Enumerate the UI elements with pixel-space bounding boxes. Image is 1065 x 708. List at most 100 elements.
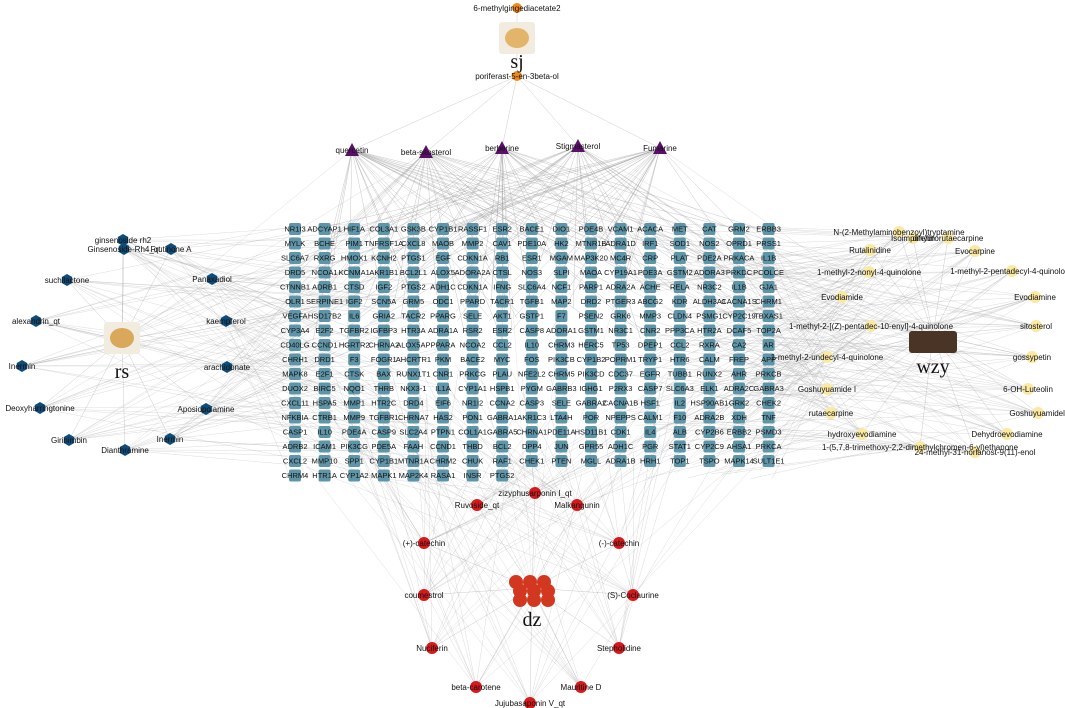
network-edge xyxy=(372,467,582,688)
network-edge xyxy=(632,419,769,596)
target-label: TBXAS1 xyxy=(754,312,783,321)
network-edge xyxy=(573,145,579,309)
network-edge xyxy=(425,75,518,153)
target-node xyxy=(348,324,361,337)
target-node xyxy=(585,223,597,235)
network-edge xyxy=(351,149,490,301)
wzy-compound-label: Goshuyuamide I xyxy=(798,385,856,394)
wzy-compound-label: 1-(5,7,8-trimethoxy-2,2-dimethylchromen-… xyxy=(822,443,1019,452)
network-edge xyxy=(741,317,1037,327)
target-node xyxy=(673,368,686,380)
target-node xyxy=(703,223,716,235)
target-node xyxy=(733,223,745,235)
target-node xyxy=(644,295,657,308)
target-node xyxy=(377,324,390,337)
target-node xyxy=(289,339,301,351)
target-label: CYP1B1 xyxy=(369,457,398,466)
network-edge xyxy=(326,149,353,294)
target-label: PTEN xyxy=(551,457,571,466)
target-node xyxy=(673,397,686,409)
wzy-compound-node xyxy=(1006,265,1018,277)
target-node xyxy=(318,324,331,337)
target-node xyxy=(525,411,538,424)
target-label: MET xyxy=(672,225,688,234)
target-label: KCNMA1 xyxy=(339,268,370,277)
target-label: CTSL xyxy=(493,268,512,277)
target-node xyxy=(437,237,449,250)
network-edge xyxy=(898,231,934,336)
target-label: ADORA1 xyxy=(546,326,577,335)
target-node xyxy=(673,426,686,438)
target-node xyxy=(407,440,420,453)
target-label: ADRA1D xyxy=(605,239,636,248)
target-node xyxy=(377,266,390,279)
network-edge xyxy=(122,239,294,306)
target-label: GRIA2 xyxy=(373,312,396,321)
target-node xyxy=(407,455,420,467)
rs-compound-node xyxy=(221,361,233,373)
target-node xyxy=(762,266,775,279)
target-label: TOP2A xyxy=(756,326,780,335)
target-label: HTR1A xyxy=(312,471,337,480)
wzy-compound-node xyxy=(893,226,905,238)
network-edge xyxy=(657,230,1008,435)
network-edge xyxy=(397,145,579,228)
network-edge xyxy=(529,473,582,704)
target-label: NCF1 xyxy=(552,283,572,292)
network-edge xyxy=(723,325,872,372)
target-label: FAAH xyxy=(404,442,424,451)
network-edge xyxy=(309,361,582,688)
target-node xyxy=(644,266,657,279)
target-node xyxy=(762,368,775,380)
wzy-compound-label: gossypetin xyxy=(1013,353,1051,362)
target-label: CTSD xyxy=(344,283,365,292)
network-edge xyxy=(688,237,949,374)
dz-compound-node xyxy=(470,681,482,693)
dz-compound-node xyxy=(627,589,639,601)
rs-compound-node xyxy=(118,243,130,255)
dz-compound-node xyxy=(529,487,541,499)
target-node xyxy=(407,252,420,264)
target-label: F7 xyxy=(557,312,566,321)
target-label: IL10 xyxy=(317,428,332,437)
target-label: CCNA2 xyxy=(489,399,514,408)
network-edge xyxy=(475,461,510,688)
target-label: PSEN2 xyxy=(579,312,604,321)
network-edge xyxy=(68,339,123,441)
target-label: ALOX5 xyxy=(431,268,455,277)
network-edge xyxy=(603,426,620,544)
target-label: OLR1 xyxy=(285,297,305,306)
target-label: ESR2 xyxy=(492,225,512,234)
target-label: RELA xyxy=(670,283,690,292)
target-label: CHRNA1 xyxy=(516,428,547,437)
network-edge xyxy=(351,149,555,242)
target-label: ADRA1B xyxy=(606,457,636,466)
target-node xyxy=(762,411,775,424)
target-label: CDKN1A xyxy=(457,283,487,292)
target-label: E2F1 xyxy=(316,370,334,379)
rs-compound-label: Frutinone A xyxy=(151,245,193,254)
network-edge xyxy=(773,296,843,396)
target-label: DRD1 xyxy=(314,355,334,364)
network-edge xyxy=(697,229,828,358)
target-label: CYP3A4 xyxy=(281,326,310,335)
network-edge xyxy=(672,260,1008,435)
network-edge xyxy=(682,231,900,436)
network-edge xyxy=(122,239,307,447)
target-node xyxy=(585,339,597,351)
target-node xyxy=(496,353,509,366)
network-edge xyxy=(692,270,1013,346)
target-label: NPEPPS xyxy=(605,413,635,422)
target-node xyxy=(348,368,361,380)
target-label: SLC6A4 xyxy=(518,283,546,292)
target-node xyxy=(525,310,538,322)
network-edge xyxy=(425,151,437,296)
target-label: MYLK xyxy=(285,239,305,248)
network-edge xyxy=(733,325,872,391)
target-label: ADORA3 xyxy=(694,268,725,277)
network-edge xyxy=(423,481,547,544)
target-label: SLC6A3 xyxy=(666,384,694,393)
target-node xyxy=(614,223,627,235)
target-node xyxy=(673,411,686,424)
target-node xyxy=(614,368,627,380)
